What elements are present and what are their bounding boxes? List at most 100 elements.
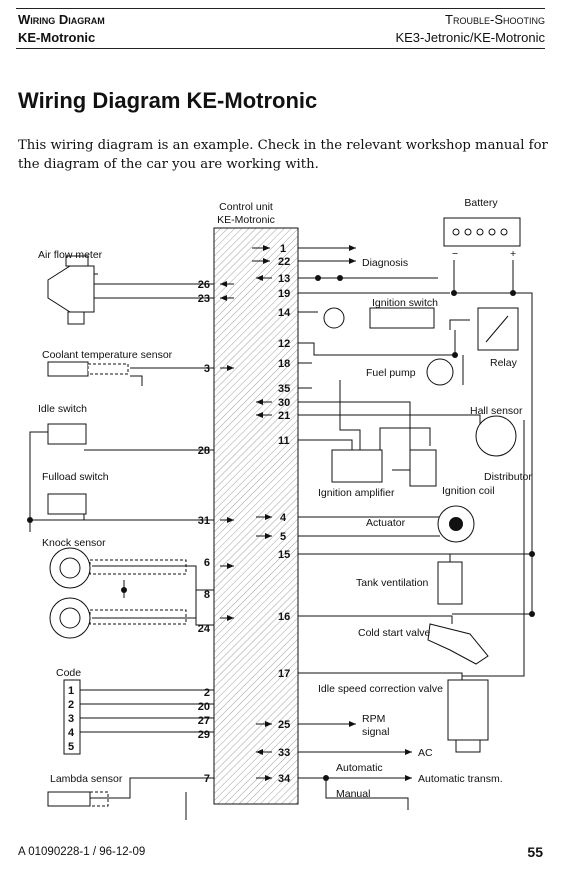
wire-pin-11 — [298, 439, 353, 450]
actuator: Actuator — [366, 505, 475, 543]
code-num-2: 2 — [68, 699, 74, 711]
pin-label: 4 — [280, 512, 287, 524]
tank-ventilation-label: Tank ventilation — [356, 577, 429, 589]
wire-airflow-26 — [89, 274, 214, 285]
pin-label: 27 — [198, 715, 210, 727]
fuel-pump: Fuel pump — [366, 358, 454, 386]
ignition-switch-label: Ignition switch — [372, 297, 438, 309]
actuator-label: Actuator — [366, 517, 406, 529]
wire-airflow-23 — [89, 296, 214, 299]
code-label: Code — [56, 667, 81, 679]
pin-arrows — [220, 245, 272, 781]
wire-lambda-7 — [90, 777, 214, 799]
pin-label: 21 — [278, 410, 290, 422]
pin-label: 5 — [280, 531, 286, 543]
relay-label: Relay — [490, 357, 518, 369]
idle-switch: Idle switch — [38, 403, 87, 445]
pin-label: 28 — [198, 445, 210, 457]
junction-dots — [27, 275, 535, 781]
pin-label: 20 — [198, 701, 210, 713]
pin-label: 17 — [278, 668, 290, 680]
idle-speed-valve: Idle speed correction valve — [318, 679, 489, 753]
pin-label: 29 — [198, 729, 210, 741]
pin-label: 33 — [278, 747, 290, 759]
header-rule-bottom — [16, 48, 545, 49]
wire-pin-21 — [298, 414, 481, 436]
wire-pin-16 — [298, 615, 453, 624]
rpm-signal-label-line2: signal — [362, 726, 389, 738]
code-num-5: 5 — [68, 741, 74, 753]
intro-text: This wiring diagram is an example. Check… — [18, 138, 548, 172]
header-right: Trouble-Shooting KE3-Jetronic/KE-Motroni… — [395, 11, 545, 47]
ignition-amplifier: Ignition amplifier — [318, 449, 395, 499]
relay: Relay — [477, 307, 519, 369]
left-pin-labels: 26 23 3 28 31 6 8 24 2 20 27 29 7 — [198, 279, 211, 785]
automatic-label: Automatic — [336, 762, 383, 774]
pin-label: 23 — [198, 293, 210, 305]
air-flow-meter-label: Air flow meter — [38, 249, 103, 261]
cold-start-valve-label: Cold start valve — [358, 627, 431, 639]
header-section-title: Wiring Diagram — [18, 12, 105, 27]
fulload-switch: Fulload switch — [42, 471, 109, 515]
pin-label: 13 — [278, 273, 290, 285]
pin-label: 25 — [278, 719, 290, 731]
pin-label: 1 — [280, 243, 286, 255]
battery: Battery − + — [443, 197, 521, 260]
control-unit-label-line1: Control unit — [219, 201, 273, 213]
knock-sensor-label: Knock sensor — [42, 537, 106, 549]
code-plug: Code 1 2 3 4 5 — [56, 667, 81, 755]
pin-label: 26 — [198, 279, 210, 291]
pin-label: 31 — [198, 515, 210, 527]
pin-label: 7 — [204, 773, 210, 785]
air-flow-meter: Air flow meter — [38, 249, 103, 325]
lambda-sensor-label: Lambda sensor — [50, 773, 123, 785]
code-num-4: 4 — [68, 727, 75, 739]
pin-label: 14 — [278, 307, 291, 319]
lambda-sensor: Lambda sensor — [47, 773, 123, 807]
automatic-transm-label: Automatic transm. — [418, 773, 503, 785]
pin-label: 22 — [278, 256, 290, 268]
hall-sensor-label: Hall sensor — [470, 405, 523, 417]
hall-sensor: Hall sensor Distributor — [470, 405, 532, 483]
rpm-signal-label-line1: RPM — [362, 713, 385, 725]
knock-sensors: Knock sensor — [42, 537, 187, 639]
header-chapter-subtitle: KE3-Jetronic/KE-Motronic — [395, 30, 545, 45]
ignition-amplifier-label: Ignition amplifier — [318, 487, 395, 499]
wire-knock-6 — [92, 565, 214, 626]
pin-label: 24 — [198, 623, 211, 635]
right-pin-labels: 1 22 13 19 14 12 18 35 30 21 11 4 5 15 1… — [278, 243, 291, 785]
header-left: Wiring Diagram KE-Motronic — [18, 11, 105, 47]
distributor-label: Distributor — [484, 471, 532, 483]
header-system-name: KE-Motronic — [18, 30, 96, 45]
tank-ventilation: Tank ventilation — [356, 561, 463, 605]
pin-label: 15 — [278, 549, 290, 561]
ignition-coil: Ignition coil — [409, 449, 495, 497]
document-reference: A 01090228-1 / 96-12-09 — [18, 846, 146, 858]
diagnosis-label: Diagnosis — [362, 257, 408, 269]
battery-plus-label: + — [510, 248, 516, 260]
control-unit-label-line2: KE-Motronic — [217, 214, 275, 226]
pin-label: 34 — [278, 773, 291, 785]
pin-label: 16 — [278, 611, 290, 623]
pin-label: 6 — [204, 557, 210, 569]
wire-pin-17 — [298, 672, 463, 680]
pin-label: 11 — [278, 435, 290, 447]
battery-label: Battery — [464, 197, 498, 209]
pin-label: 3 — [204, 363, 210, 375]
wire-manual — [325, 778, 409, 810]
wiring-diagram: Control unit KE-Motronic — [27, 197, 535, 820]
pin-label: 12 — [278, 338, 290, 350]
cold-start-valve: Cold start valve — [358, 623, 489, 665]
battery-minus-label: − — [452, 248, 458, 260]
pin-label: 8 — [204, 589, 210, 601]
code-num-1: 1 — [68, 685, 74, 697]
ignition-coil-label: Ignition coil — [442, 485, 495, 497]
pin-label: 18 — [278, 358, 290, 370]
header-chapter-title: Trouble-Shooting — [445, 12, 545, 27]
idle-speed-valve-label: Idle speed correction valve — [318, 683, 443, 695]
coolant-sensor-label: Coolant temperature sensor — [42, 349, 173, 361]
code-num-3: 3 — [68, 713, 74, 725]
pin-label: 2 — [204, 687, 210, 699]
fulload-switch-label: Fulload switch — [42, 471, 109, 483]
pin-label: 35 — [278, 383, 290, 395]
